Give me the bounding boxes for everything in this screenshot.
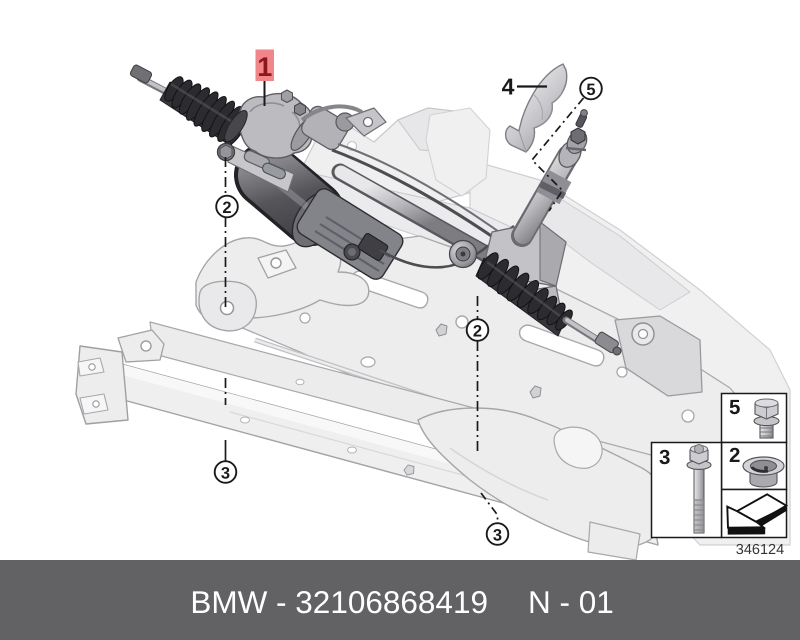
legend-cell-arrow bbox=[726, 493, 789, 535]
footer-background bbox=[0, 560, 800, 640]
subframe bbox=[75, 235, 779, 561]
callout-2-gear-number: 2 bbox=[222, 199, 231, 217]
legend-label-3: 3 bbox=[659, 446, 670, 469]
legend-cell-2[interactable]: 2 bbox=[729, 444, 785, 488]
footer-revision: N - 01 bbox=[528, 584, 614, 620]
footer-part-number: BMW - 32106868419 bbox=[190, 584, 488, 620]
gear-housing bbox=[216, 89, 387, 193]
callout-2-pinion-number: 2 bbox=[473, 323, 482, 341]
callout-3-left-circle[interactable] bbox=[213, 460, 238, 484]
callout-circles: 2 2 3 3 5 4 bbox=[213, 74, 603, 546]
callout-1[interactable]: 1 bbox=[255, 49, 275, 107]
footer-bar: BMW - 32106868419 N - 01 bbox=[0, 560, 800, 640]
callout-3-right-number: 3 bbox=[493, 527, 502, 545]
callout-5-number: 5 bbox=[586, 81, 595, 99]
heat-shield bbox=[504, 63, 568, 153]
long-hex-bolt-icon bbox=[686, 444, 712, 534]
legend-box-3 bbox=[650, 441, 723, 539]
callout-3-right[interactable]: 3 bbox=[485, 522, 510, 546]
callout-1-number: 1 bbox=[257, 52, 272, 82]
callout-1-badge[interactable] bbox=[255, 49, 275, 82]
callout-5-circle[interactable] bbox=[579, 76, 603, 101]
legend-label-5: 5 bbox=[729, 396, 740, 419]
callout-3-left-number: 3 bbox=[221, 465, 230, 483]
steering-gear bbox=[129, 63, 622, 356]
flanged-bushing-icon bbox=[742, 456, 785, 488]
callout-2-pinion[interactable]: 2 bbox=[465, 318, 490, 342]
callout-3-right-circle[interactable] bbox=[485, 522, 510, 546]
ecu-unit bbox=[296, 188, 404, 280]
install-direction-arrow-icon bbox=[726, 493, 789, 535]
right-tie-rod bbox=[562, 316, 622, 356]
callout-2-pinion-circle[interactable] bbox=[465, 318, 490, 342]
callout-3-left[interactable]: 3 bbox=[213, 460, 238, 484]
left-bellows bbox=[159, 76, 250, 147]
leader-line-5 bbox=[530, 97, 585, 212]
callout-4-number: 4 bbox=[502, 74, 515, 100]
callout-5[interactable]: 5 bbox=[579, 76, 603, 101]
legend-cell-3[interactable]: 3 bbox=[659, 444, 712, 534]
legend-label-2: 2 bbox=[729, 444, 740, 467]
annotations: 1 2 2 3 bbox=[213, 49, 603, 546]
hex-flange-bolt-icon bbox=[753, 398, 780, 439]
legend-cell-5[interactable]: 5 bbox=[729, 396, 780, 439]
callout-4[interactable]: 4 bbox=[502, 74, 547, 100]
drawing-number: 346124 bbox=[736, 542, 784, 558]
right-bellows bbox=[475, 252, 573, 337]
callout-2-gear[interactable]: 2 bbox=[215, 194, 239, 219]
input-shaft bbox=[511, 109, 588, 247]
callout-2-gear-circle[interactable] bbox=[215, 194, 239, 219]
hardware-legend: 5 2 3 bbox=[650, 392, 789, 558]
leader-lines bbox=[224, 97, 585, 523]
